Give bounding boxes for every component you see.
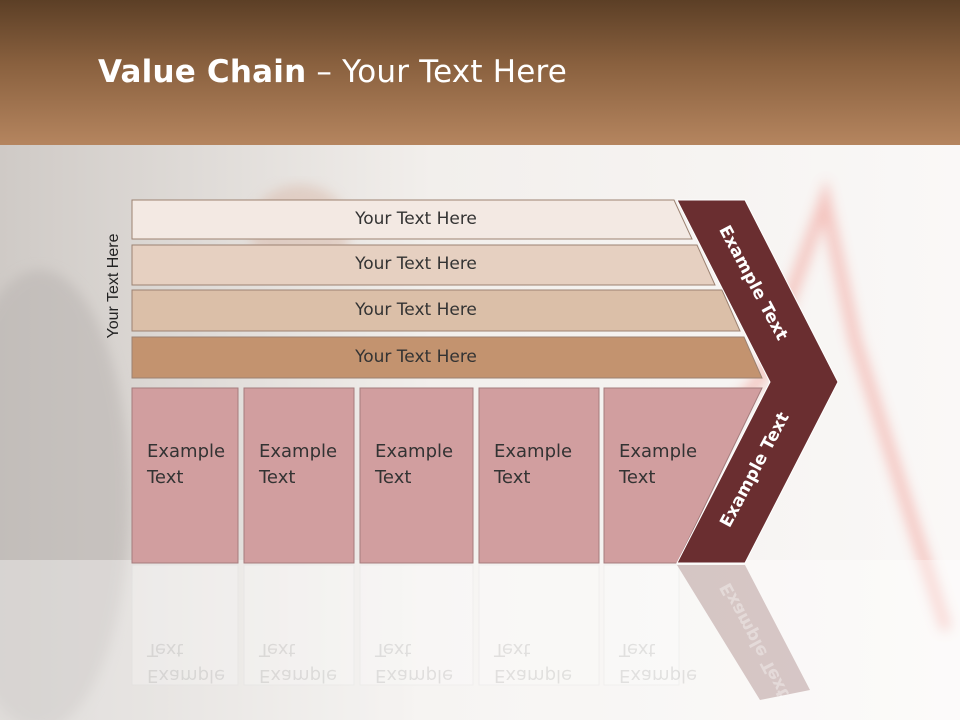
cell-boxes	[131, 387, 763, 686]
title-bold: Value Chain	[98, 54, 307, 90]
slide-header: Value Chain – Your Text Here	[0, 0, 960, 145]
row-bar	[131, 244, 716, 286]
cell-label-reflection-line2: Text	[259, 639, 296, 660]
chevron-reflection	[677, 565, 810, 700]
cell-label-line2: Text	[259, 467, 296, 488]
cell-label-line2: Text	[619, 467, 656, 488]
slide-title: Value Chain – Your Text Here	[98, 54, 567, 90]
cell-label-reflection-line2: Text	[375, 639, 412, 660]
cell-label-reflection: Example Text	[375, 636, 453, 688]
cell-label-reflection-line1: Example	[375, 665, 454, 686]
cell-reflection	[131, 564, 239, 686]
cell-label-line1: Example	[259, 441, 338, 462]
cell-label-line1: Example	[494, 441, 573, 462]
cell-label-reflection-line1: Example	[147, 665, 226, 686]
cell-reflection	[359, 564, 474, 686]
row-bars	[131, 199, 763, 379]
cell-label-reflection-line1: Example	[494, 665, 573, 686]
row-bar	[131, 336, 763, 379]
cell-box	[478, 387, 600, 564]
cell-label-line2: Text	[147, 467, 184, 488]
cell-box	[359, 387, 474, 564]
row-bar	[131, 289, 741, 332]
chevron-arrow	[676, 199, 839, 564]
cell-label-line1: Example	[147, 441, 226, 462]
row-label: Your Text Here	[355, 254, 477, 274]
cell-label-reflection-line2: Text	[147, 639, 184, 660]
cell-box	[243, 387, 355, 564]
row-label: Your Text Here	[355, 346, 477, 367]
row-label: Your Text Here	[355, 299, 477, 320]
cell-reflection	[243, 564, 355, 686]
cell-label-reflection: Example Text	[494, 636, 572, 688]
cell-reflection	[603, 564, 680, 686]
row-label: Your Text Here	[355, 208, 477, 229]
cell-label-reflection-line1: Example	[619, 665, 698, 686]
side-label: Your Text Here	[105, 233, 122, 339]
cell-label-reflection: Example Text	[259, 636, 337, 688]
title-rest: – Your Text Here	[306, 54, 568, 90]
background-photo	[0, 145, 960, 720]
cell-label-reflection: Example Text	[619, 636, 697, 688]
row-bar	[131, 199, 693, 240]
cell-label-reflection-line1: Example	[259, 665, 338, 686]
cell-label-reflection-line2: Text	[494, 639, 531, 660]
cell-label-line1: Example	[375, 441, 454, 462]
cell-reflection	[478, 564, 600, 686]
cell-box	[131, 387, 239, 564]
cell-label-line2: Text	[494, 467, 531, 488]
cell-label-reflection-line2: Text	[619, 639, 656, 660]
cell-label-line1: Example	[619, 441, 698, 462]
cell-label-line2: Text	[375, 467, 412, 488]
cell-label-reflection: Example Text	[147, 636, 225, 688]
